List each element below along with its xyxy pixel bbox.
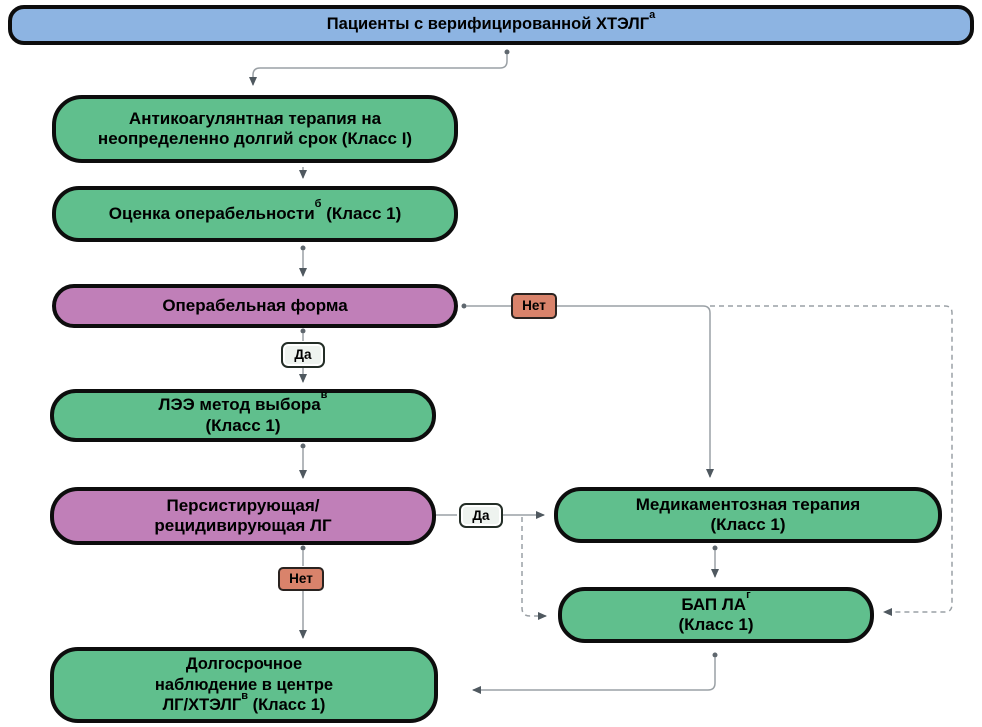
edge-label-no-operable: Нет [511,293,557,319]
footnote-marker-v: в [320,389,328,402]
node-text-line: БАП ЛАг [681,589,750,615]
node-pea-method-of-choice: ЛЭЭ метод выборав (Класс 1) [50,389,436,442]
edge-yes-bpa-dashed [521,517,547,620]
node-text-line: Персистирующая/ [166,495,320,515]
node-text: (Класс 1) [248,696,326,715]
edge-patients-anticoag [249,54,508,86]
node-text-line: Оценка операбельностиб (Класс 1) [108,199,402,224]
footnote-marker-v: в [241,689,248,702]
node-text-line: Медикаментозная терапия [635,494,861,514]
node-persistent-recurrent-ph: Персистирующая/ рецидивирующая ЛГ [50,487,436,545]
node-text-line: Долгосрочное [185,655,303,674]
node-text-line: Операбельная форма [162,295,348,315]
node-text: БАП ЛА [681,594,747,614]
node-longterm-followup: Долгосрочное наблюдение в центре ЛГ/ХТЭЛ… [50,647,438,723]
edge-dot [461,303,467,309]
node-text-line: (Класс 1) [710,515,786,534]
node-text-line: наблюдение в центре [154,675,334,694]
node-operability-assessment: Оценка операбельностиб (Класс 1) [52,186,458,242]
node-text-line: ЛГ/ХТЭЛГв (Класс 1) [162,690,326,716]
edge-bpa-followup [472,657,716,694]
node-text-line: Антикоагулянтная терапия на [128,108,382,128]
node-operable-form: Операбельная форма [52,284,458,328]
edge-operable-no-bpa-dashed [710,305,953,616]
node-patients-label: Пациенты с верифицированной ХТЭЛГа [326,9,655,35]
edge-dot [300,443,306,449]
edge-label-no-persistent: Нет [278,567,324,591]
node-text: Пациенты с верифицированной ХТЭЛГ [326,15,650,34]
edge-dot [300,328,306,334]
node-text: ЛЭЭ метод выбора [158,395,321,415]
edge-label-yes-persistent: Да [459,503,503,528]
node-text: (Класс 1) [321,203,402,223]
node-text-line: ЛЭЭ метод выборав [158,390,328,415]
node-medical-therapy: Медикаментозная терапия (Класс 1) [554,487,942,543]
node-text-line: (Класс 1) [678,615,754,634]
edge-dot [300,245,306,251]
footnote-marker-b: б [314,198,322,211]
node-text-line: неопределенно долгий срок (Класс I) [97,129,413,148]
node-text: ЛГ/ХТЭЛГ [162,696,242,715]
edge-dot [300,545,306,551]
edge-dot [712,545,718,551]
node-text-line: (Класс 1) [205,415,281,435]
footnote-marker-g: г [746,588,751,601]
node-anticoagulation-therapy: Антикоагулянтная терапия на неопределенн… [52,95,458,163]
edge-dot [712,652,718,658]
footnote-marker-a: а [649,8,656,21]
node-patients: Пациенты с верифицированной ХТЭЛГа [8,5,974,45]
edge-label-yes-operable: Да [281,342,325,368]
node-text: Оценка операбельности [108,203,315,223]
edge-operable-no-medical [466,305,714,478]
node-bpa: БАП ЛАг (Класс 1) [558,587,874,643]
edge-dot [504,49,510,55]
node-text-line: рецидивирующая ЛГ [154,516,332,535]
